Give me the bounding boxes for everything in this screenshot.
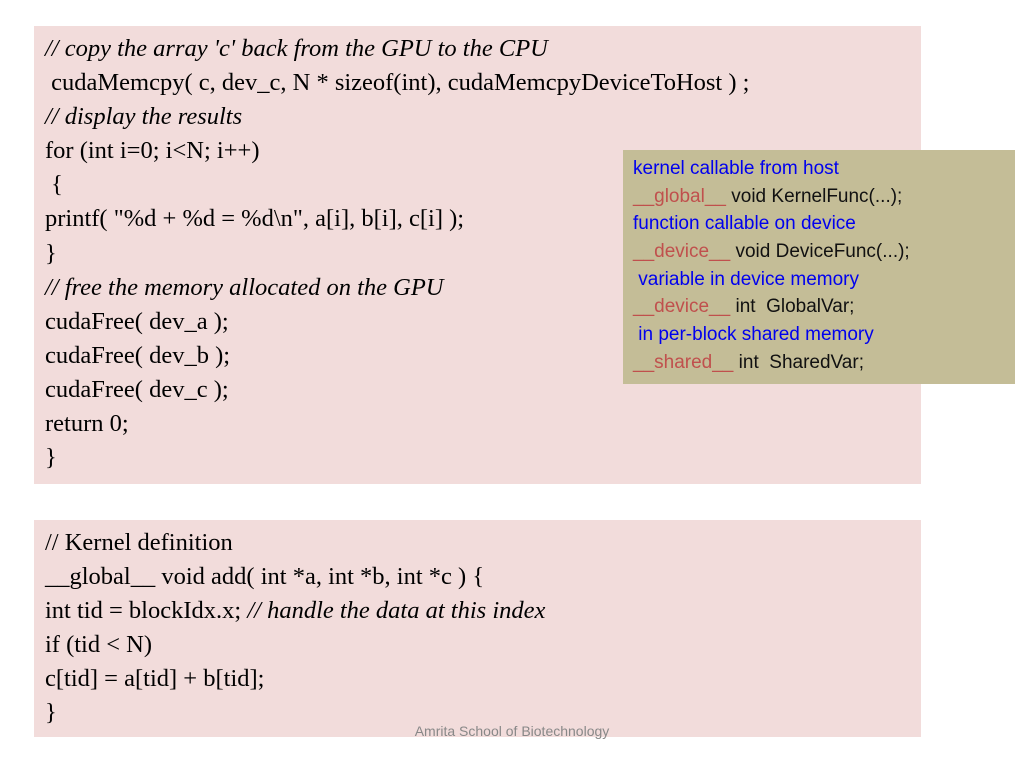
declaration-text: void KernelFunc(...); [725, 185, 903, 207]
slide-footer: Amrita School of Biotechnology [414, 723, 610, 739]
declaration-text: int SharedVar; [733, 351, 864, 373]
code-line: } [45, 239, 57, 267]
legend-description: in per-block shared memory [633, 324, 874, 346]
legend-declaration: __device__ void DeviceFunc(...); [633, 238, 1015, 266]
declaration-text: int GlobalVar; [730, 296, 855, 318]
device-keyword: __device__ [633, 296, 731, 318]
kernel-code-block: // Kernel definition __global__ void add… [34, 520, 921, 737]
code-text: int tid = blockIdx.x; [45, 597, 248, 625]
code-comment-line: // copy the array 'c' back from the GPU … [45, 35, 548, 62]
code-line: } [45, 444, 57, 472]
code-comment-line: // free the memory allocated on the GPU [45, 273, 444, 301]
code-line: for (int i=0; i<N; i++) [45, 137, 260, 165]
legend-description: variable in device memory [633, 268, 859, 290]
code-line: cudaMemcpy( c, dev_c, N * sizeof(int), c… [45, 69, 750, 97]
legend-description: kernel callable from host [633, 158, 839, 179]
global-keyword: __global__ [633, 185, 726, 207]
code-line: int tid = blockIdx.x; // handle the data… [45, 594, 921, 628]
code-line: // Kernel definition [45, 529, 233, 556]
legend-declaration: __device__ int GlobalVar; [633, 293, 1015, 321]
code-line: c[tid] = a[tid] + b[tid]; [45, 665, 265, 693]
shared-keyword: __shared__ [633, 351, 734, 373]
cuda-qualifiers-legend: kernel callable from host __global__ voi… [623, 150, 1015, 384]
code-line: return 0; [45, 410, 129, 438]
code-line: } [45, 699, 57, 727]
code-comment: // handle the data at this index [247, 597, 546, 625]
legend-declaration: __global__ void KernelFunc(...); [633, 183, 1015, 211]
code-line: printf( "%d + %d = %d\n", a[i], b[i], c[… [45, 205, 465, 233]
code-line: cudaFree( dev_b ); [45, 341, 231, 369]
code-line: if (tid < N) [45, 631, 153, 659]
code-line: __global__ void add( int *a, int *b, int… [45, 563, 485, 591]
device-keyword: __device__ [633, 241, 731, 263]
code-line: { [45, 171, 63, 199]
code-comment-line: // display the results [45, 103, 243, 131]
declaration-text: void DeviceFunc(...); [730, 241, 910, 263]
code-line: cudaFree( dev_a ); [45, 307, 229, 335]
code-line: cudaFree( dev_c ); [45, 375, 229, 403]
legend-declaration: __shared__ int SharedVar; [633, 349, 1015, 377]
legend-description: function callable on device [633, 213, 856, 235]
